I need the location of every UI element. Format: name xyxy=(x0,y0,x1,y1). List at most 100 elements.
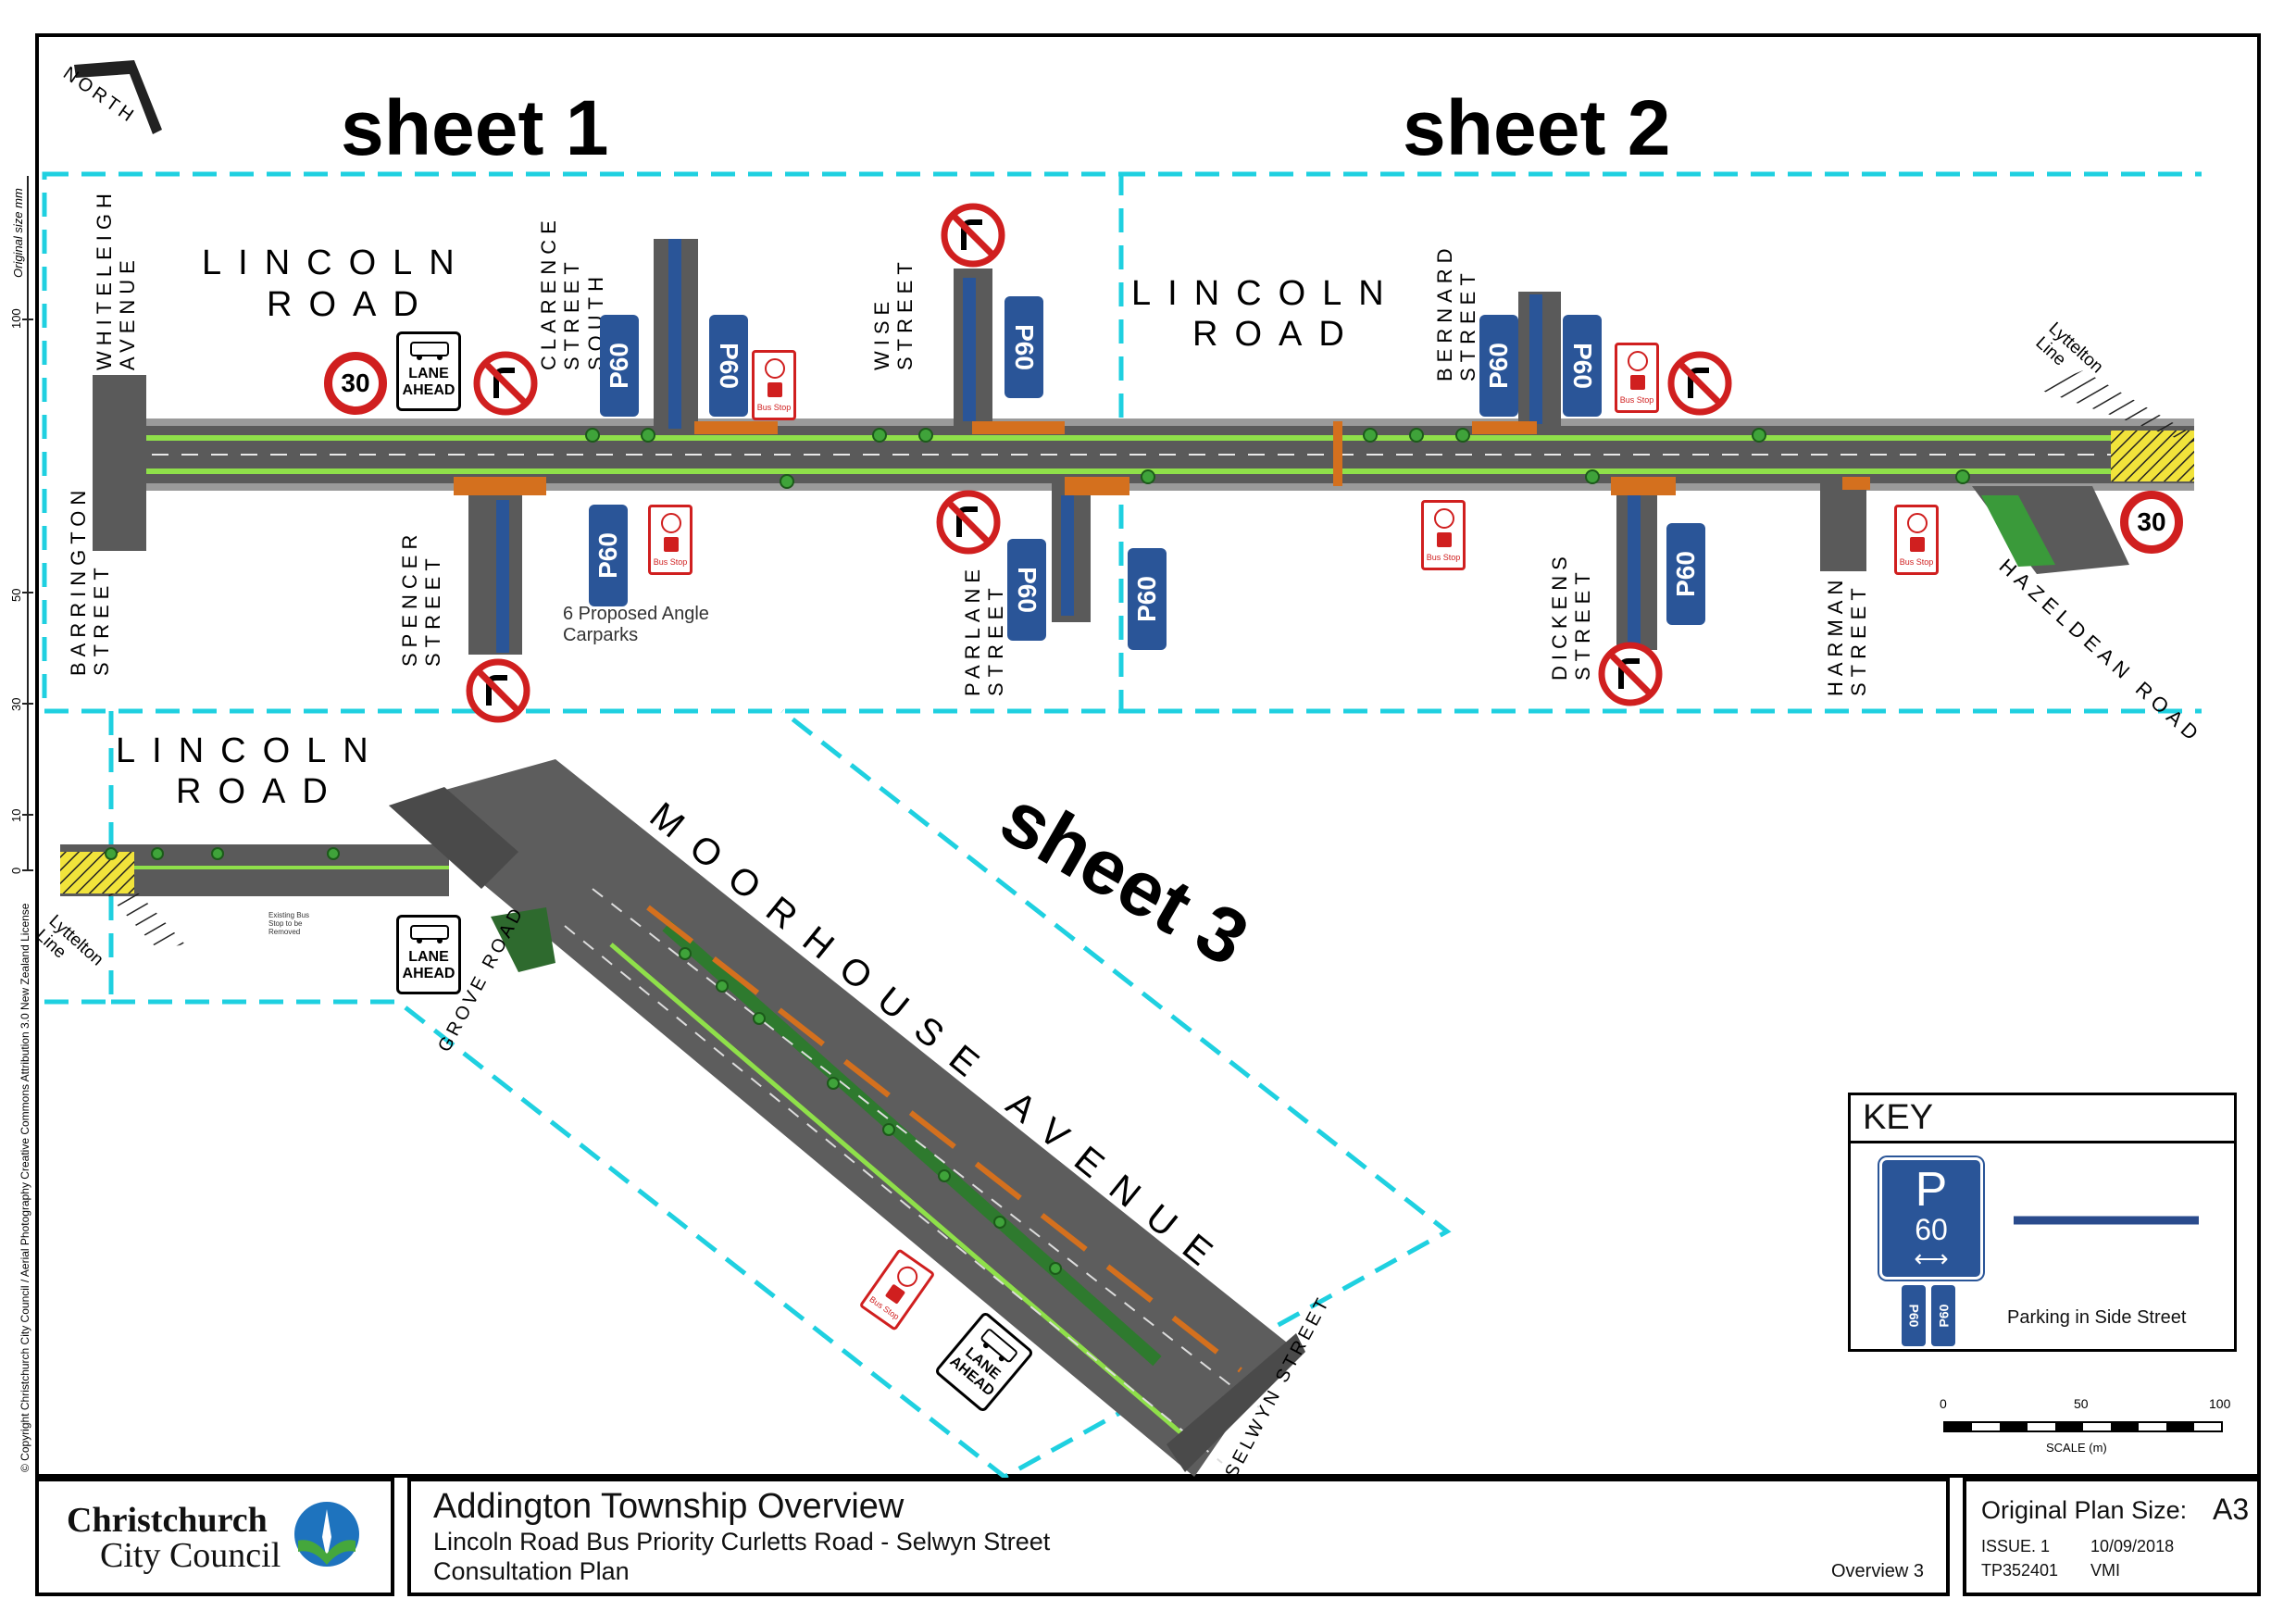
north-arrow-icon xyxy=(74,60,162,134)
key-p60-sign: P 60 ⟷ xyxy=(1879,1157,1983,1280)
p60-sign-9: P60 xyxy=(1666,523,1705,625)
bus-stop-icon xyxy=(1628,351,1648,390)
ruler-label: Original size mm xyxy=(11,188,25,278)
no-turn-sign-icon xyxy=(473,351,538,416)
trees xyxy=(585,428,1970,489)
p60-sign-8: P60 xyxy=(1563,315,1602,417)
copyright-note: © Copyright Christchurch City Council / … xyxy=(19,903,31,1472)
plan-size-label: Original Plan Size: xyxy=(1981,1496,2188,1524)
drawing-number: TP352401 xyxy=(1981,1561,2059,1580)
p60-sign-2: P60 xyxy=(709,315,748,417)
key-box xyxy=(1848,1093,2237,1352)
scale-tick-0: 0 xyxy=(1940,1396,1947,1411)
bus-stop-sign-2: Bus Stop xyxy=(648,505,693,575)
outer-border xyxy=(35,33,2261,1478)
bus-stop-icon xyxy=(885,1266,918,1305)
issue-number: ISSUE. 1 xyxy=(1981,1537,2051,1555)
plan-size-value: A3 xyxy=(2213,1493,2250,1526)
ruler-tick-30: 30 xyxy=(9,697,23,711)
speed-limit-sign-2: 30 xyxy=(2120,491,2183,554)
council-logo-icon xyxy=(294,1502,359,1567)
lincoln-road-sheet3 xyxy=(60,844,449,949)
drawing-author: VMI xyxy=(2090,1561,2121,1580)
p60-sign-6: P60 xyxy=(1128,548,1167,650)
lincoln-road-label-2a: LINCOLN xyxy=(1131,274,1401,313)
bus-stop-icon xyxy=(1434,508,1454,547)
lincoln-road-label-3a: LINCOLN xyxy=(116,731,385,770)
double-arrow-icon: ⟷ xyxy=(1914,1244,1949,1273)
moorhouse-avenue-road xyxy=(389,759,1305,1477)
key-line-label: Parking in Side Street xyxy=(2007,1307,2187,1328)
side-streets xyxy=(93,239,1866,655)
sheet-3-frame xyxy=(44,709,1452,1480)
lincoln-road-label-1b: ROAD xyxy=(267,285,435,324)
ruler-tick-50: 50 xyxy=(9,588,23,602)
no-turn-sign-icon xyxy=(936,490,1001,555)
title-box xyxy=(407,1478,1950,1596)
ruler xyxy=(22,176,33,871)
scale-bar xyxy=(1943,1421,2223,1432)
ruler-tick-10: 10 xyxy=(9,808,23,822)
scale-tick-50: 50 xyxy=(2074,1396,2089,1411)
bus-stop-icon xyxy=(661,513,681,552)
ruler-tick-100: 100 xyxy=(9,308,23,329)
bus-icon xyxy=(410,342,449,360)
council-name-line2: City Council xyxy=(100,1536,281,1575)
sheet-2-frame xyxy=(1121,171,2202,714)
plan-info-box xyxy=(1963,1478,2261,1596)
key-title: KEY xyxy=(1863,1098,1934,1137)
p60-sign-7: P60 xyxy=(1479,315,1518,417)
overview-number: Overview 3 xyxy=(1831,1561,1925,1581)
ruler-tick-0: 0 xyxy=(9,867,23,874)
key-p60-side-right: P60 xyxy=(1931,1285,1955,1346)
sheet-1-title: sheet 1 xyxy=(341,84,609,171)
no-turn-sign-icon xyxy=(466,658,530,723)
issue-date: 10/09/2018 xyxy=(2090,1537,2175,1555)
bus-stop-sign-6: Bus Stop xyxy=(858,1248,936,1331)
no-turn-sign-icon xyxy=(1598,642,1663,706)
key-p60-side-left: P60 xyxy=(1902,1285,1926,1346)
scale-label: SCALE (m) xyxy=(2046,1441,2107,1455)
plan-type: Consultation Plan xyxy=(433,1557,630,1585)
bus-lane-markings xyxy=(454,421,1870,495)
rail-line xyxy=(2037,370,2194,444)
p60-sign-3: P60 xyxy=(1004,296,1043,398)
scale-tick-100: 100 xyxy=(2209,1396,2231,1411)
speed-limit-sign-1: 30 xyxy=(324,352,387,415)
bus-stop-icon xyxy=(1907,513,1928,552)
plan-subtitle: Lincoln Road Bus Priority Curletts Road … xyxy=(433,1528,1051,1555)
logo-box xyxy=(35,1478,394,1596)
lincoln-road-label-2b: ROAD xyxy=(1192,315,1361,354)
existing-bus-stop-note: Existing Bus Stop to be Removed xyxy=(268,911,310,936)
bus-stop-sign-3: Bus Stop xyxy=(1615,343,1659,413)
bus-stop-sign-4: Bus Stop xyxy=(1421,500,1466,570)
bus-stop-sign-1: Bus Stop xyxy=(752,350,796,420)
bus-icon xyxy=(980,1329,1017,1363)
sheet-2-title: sheet 2 xyxy=(1403,84,1671,171)
lincoln-road-label-1a: LINCOLN xyxy=(202,244,471,282)
p60-sign-1: P60 xyxy=(600,315,639,417)
bus-stop-icon xyxy=(765,358,785,397)
no-turn-sign-icon xyxy=(1667,351,1732,416)
key-divider xyxy=(1848,1141,2237,1143)
p60-sign-5: P60 xyxy=(1007,539,1046,641)
council-name-line1: Christchurch xyxy=(67,1501,268,1540)
moorhouse-trees xyxy=(679,947,1062,1275)
bus-icon xyxy=(410,925,449,943)
bus-stop-sign-5: Bus Stop xyxy=(1894,505,1939,575)
no-turn-sign-icon xyxy=(941,203,1005,268)
